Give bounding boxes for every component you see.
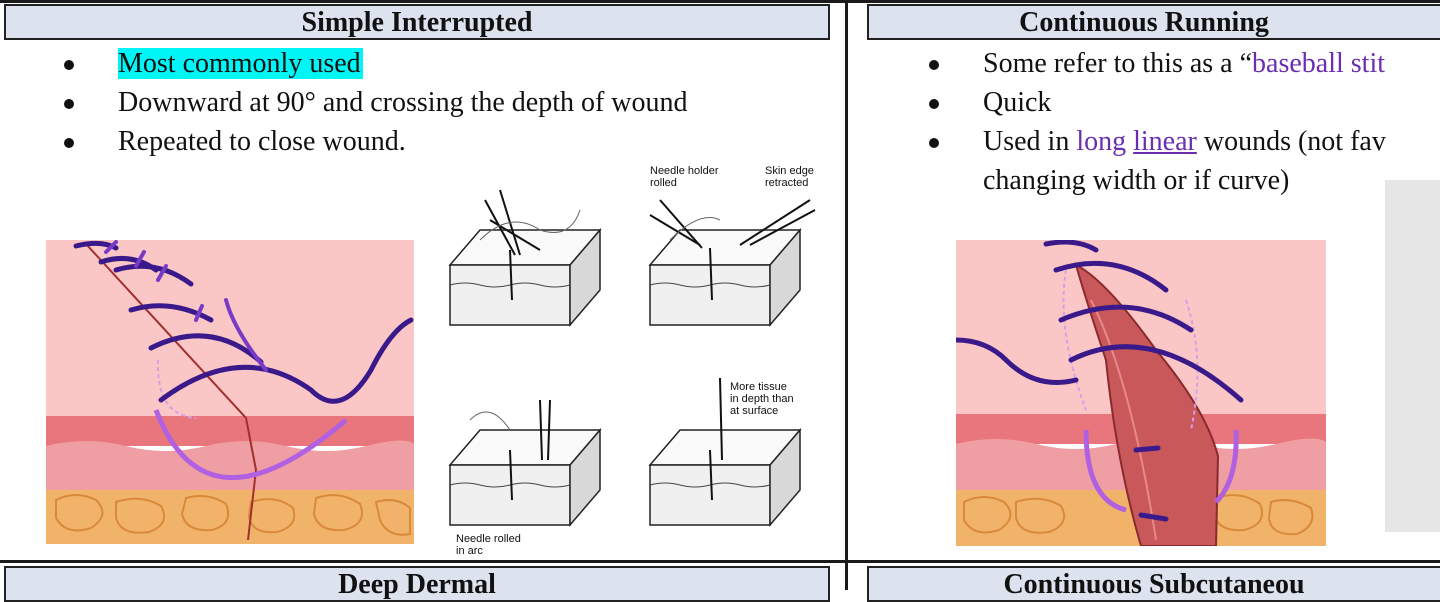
- row-divider: [0, 560, 1440, 563]
- caption-rolled: rolled: [650, 177, 677, 189]
- caption-at-surface: at surface: [730, 405, 778, 417]
- caption-more-tissue: More tissue: [730, 381, 787, 393]
- gray-image-edge: [1385, 180, 1440, 532]
- bullet-item: Used in long linear wounds (not fav: [925, 122, 1386, 161]
- section-title: Continuous Subcutaneou: [1003, 569, 1305, 600]
- bullet-item: Most commonly used: [60, 44, 688, 83]
- long-link[interactable]: long: [1076, 126, 1127, 157]
- diagram-captions: Needle holder rolled Skin edge retracted…: [456, 165, 814, 557]
- section-title: Deep Dermal: [338, 569, 496, 600]
- deep-dermal-header: Deep Dermal: [4, 566, 830, 602]
- caption-retracted: retracted: [765, 177, 808, 189]
- section-title: Simple Interrupted: [301, 7, 533, 38]
- section-title: Continuous Running: [1019, 7, 1269, 38]
- linear-link[interactable]: linear: [1133, 126, 1197, 157]
- bullet-item: Some refer to this as a “baseball stit: [925, 44, 1386, 83]
- simple-interrupted-illustration: [46, 240, 414, 544]
- bullet-item: Downward at 90° and crossing the depth o…: [60, 83, 688, 122]
- bullet-item: Repeated to close wound.: [60, 122, 688, 161]
- continuous-running-header: Continuous Running: [867, 4, 1440, 40]
- column-divider: [845, 0, 848, 590]
- caption-in-depth: in depth than: [730, 393, 794, 405]
- suture-technique-diagram: Needle holder rolled Skin edge retracted…: [448, 165, 816, 557]
- caption-needle-rolled: Needle rolled: [456, 533, 521, 545]
- simple-interrupted-header: Simple Interrupted: [4, 4, 830, 40]
- baseball-stitch-link[interactable]: baseball stit: [1252, 48, 1386, 79]
- continuous-running-bullets: Some refer to this as a “baseball stit Q…: [925, 44, 1386, 161]
- top-border: [0, 0, 1440, 3]
- bullet-continuation: changing width or if curve): [983, 165, 1290, 196]
- caption-skin-edge: Skin edge: [765, 165, 814, 177]
- highlighted-text: Most commonly used: [118, 48, 363, 79]
- continuous-subcutaneous-header: Continuous Subcutaneou: [867, 566, 1440, 602]
- bullet-item: Quick: [925, 83, 1386, 122]
- simple-interrupted-bullets: Most commonly used Downward at 90° and c…: [60, 44, 688, 161]
- caption-in-arc: in arc: [456, 545, 483, 557]
- caption-needle-holder: Needle holder: [650, 165, 719, 177]
- continuous-running-illustration: [956, 240, 1326, 546]
